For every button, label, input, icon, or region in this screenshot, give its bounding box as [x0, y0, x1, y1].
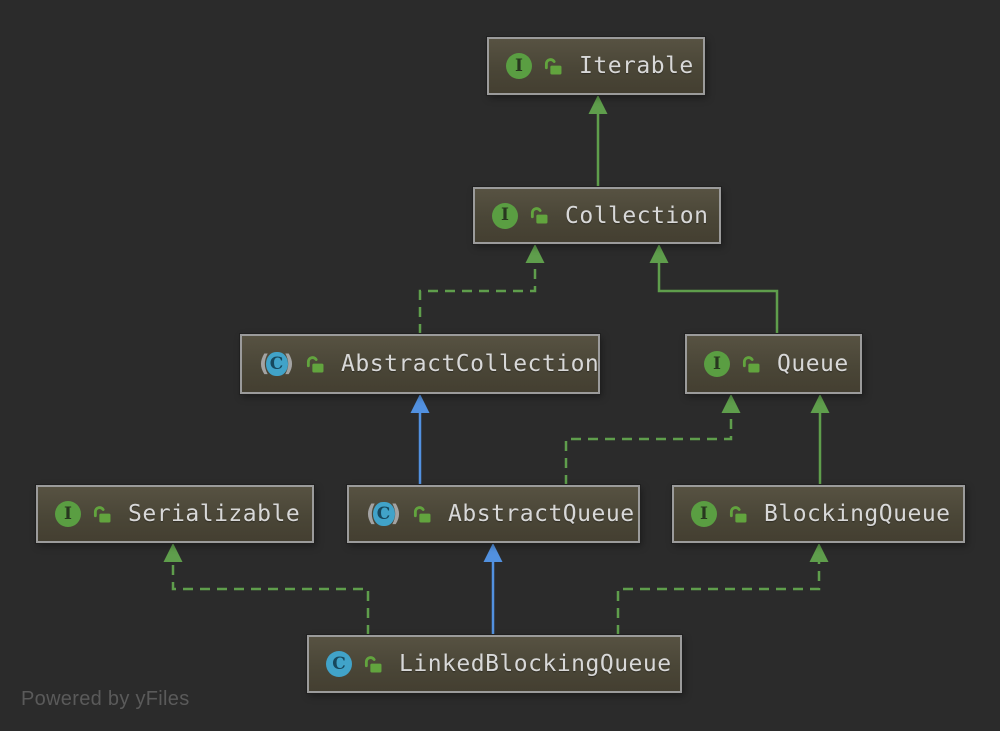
arrowhead-icon	[810, 394, 830, 413]
edge-blocking-queue-extends-queue[interactable]	[810, 394, 830, 485]
class-node-serializable[interactable]: I Serializable	[36, 485, 314, 543]
node-label: Iterable	[579, 53, 694, 79]
edge-linked-blocking-queue-implements-serializable[interactable]	[163, 543, 370, 635]
interface-icon: I	[691, 501, 717, 527]
interface-badge: I	[704, 351, 730, 377]
abstract-class-icon: ( C )	[259, 352, 294, 376]
class-badge: C	[372, 502, 395, 526]
arrowhead-icon	[649, 244, 669, 263]
abstract-paren-icon: )	[283, 350, 295, 377]
open-lock-icon	[363, 654, 384, 675]
node-label: LinkedBlockingQueue	[399, 651, 672, 677]
class-badge: C	[326, 651, 352, 677]
interface-icon: I	[704, 351, 730, 377]
interface-icon: I	[492, 202, 518, 229]
edge-abstract-collection-implements-collection[interactable]	[418, 244, 545, 334]
abstract-paren-icon: )	[390, 500, 402, 527]
class-node-queue[interactable]: I Queue	[685, 334, 862, 394]
class-node-collection[interactable]: I Collection	[473, 187, 721, 244]
node-label: AbstractCollection	[341, 351, 600, 377]
class-node-abstract-collection[interactable]: ( C ) AbstractCollection	[240, 334, 600, 394]
open-lock-icon	[92, 504, 113, 525]
open-lock-icon	[412, 504, 433, 525]
class-icon: C	[326, 651, 352, 677]
node-label: Queue	[777, 351, 849, 377]
class-node-abstract-queue[interactable]: ( C ) AbstractQueue	[347, 485, 640, 543]
edge-linked-blocking-queue-extends-abstract-queue[interactable]	[483, 543, 503, 635]
class-badge: C	[265, 352, 288, 376]
edge-collection-extends-iterable[interactable]	[588, 95, 608, 187]
open-lock-icon	[728, 504, 749, 525]
open-lock-icon	[741, 354, 762, 375]
edge-linked-blocking-queue-implements-blocking-queue[interactable]	[616, 543, 829, 635]
class-node-linked-blocking-queue[interactable]: C LinkedBlockingQueue	[307, 635, 682, 693]
arrowhead-icon	[809, 543, 829, 562]
node-label: Serializable	[128, 501, 301, 527]
abstract-paren-icon: (	[259, 350, 270, 377]
node-label: Collection	[565, 202, 709, 229]
arrowhead-icon	[721, 394, 741, 413]
open-lock-icon	[305, 354, 326, 375]
abstract-class-icon: ( C )	[366, 502, 401, 526]
edge-queue-extends-collection[interactable]	[649, 244, 779, 334]
abstract-paren-icon: (	[366, 500, 377, 527]
arrowhead-icon	[588, 95, 608, 114]
arrowhead-icon	[163, 543, 183, 562]
interface-badge: I	[492, 202, 518, 229]
interface-icon: I	[506, 53, 532, 79]
yfiles-watermark: Powered by yFiles	[21, 688, 190, 710]
interface-badge: I	[55, 501, 81, 527]
arrowhead-icon	[525, 244, 545, 263]
interface-badge: I	[691, 501, 717, 527]
arrowhead-icon	[483, 543, 503, 562]
open-lock-icon	[543, 56, 564, 77]
class-node-iterable[interactable]: I Iterable	[487, 37, 705, 95]
arrowhead-icon	[410, 394, 430, 413]
node-label: BlockingQueue	[764, 501, 951, 527]
open-lock-icon	[529, 205, 550, 226]
edge-abstract-queue-implements-queue[interactable]	[564, 394, 741, 485]
class-node-blocking-queue[interactable]: I BlockingQueue	[672, 485, 965, 543]
interface-icon: I	[55, 501, 81, 527]
interface-badge: I	[506, 53, 532, 79]
node-label: AbstractQueue	[448, 501, 635, 527]
